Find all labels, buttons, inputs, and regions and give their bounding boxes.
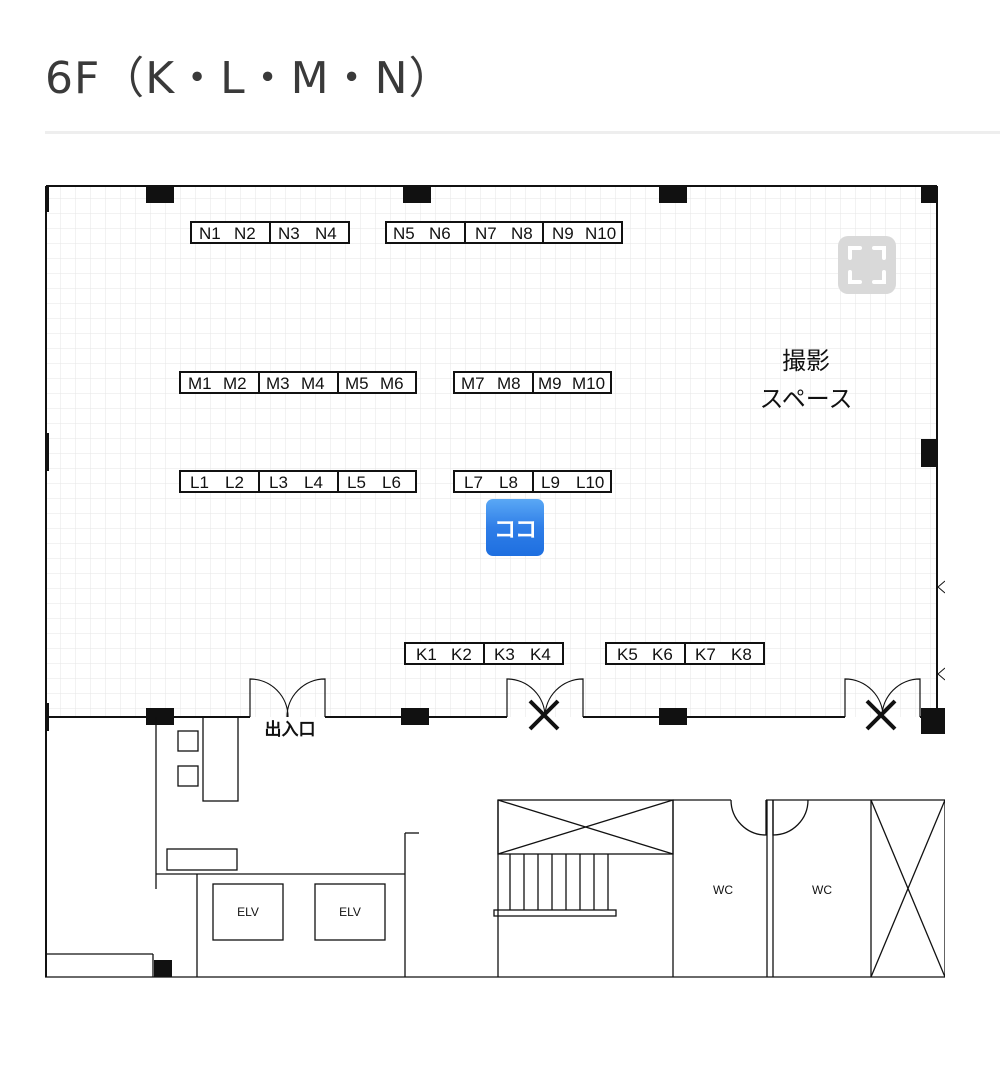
booth-row-m-right[interactable]: M7 M8 M9 M10 <box>453 371 612 394</box>
booth-label: L9 <box>541 473 560 492</box>
booth-label: K4 <box>530 645 551 664</box>
booth-row-n-right[interactable]: N5 N6 N7 N8 N9 N10 <box>385 221 623 244</box>
booth-label: L2 <box>225 473 244 492</box>
floor-map[interactable]: N1 N2 N3 N4 N5 N6 N7 N8 N9 N10 M1 M2 M3 … <box>45 183 945 978</box>
booth-label: K3 <box>494 645 515 664</box>
wc-label: WC <box>713 883 733 897</box>
expand-button[interactable] <box>838 236 896 294</box>
booth-row-k-left[interactable]: K1 K2 K3 K4 <box>404 642 564 665</box>
booth-row-n-left[interactable]: N1 N2 N3 N4 <box>190 221 350 244</box>
x-mark-icon <box>528 699 560 731</box>
photo-space-label: 撮影 <box>782 347 830 375</box>
elevator-label: ELV <box>339 905 361 919</box>
booth-label: N2 <box>234 224 256 243</box>
booth-label: M9 <box>538 374 562 393</box>
booth-label: K5 <box>617 645 638 664</box>
elevator-label: ELV <box>237 905 259 919</box>
booth-label: L4 <box>304 473 323 492</box>
booth-label: L3 <box>269 473 288 492</box>
booth-label: M4 <box>301 374 325 393</box>
expand-icon <box>848 246 886 284</box>
booth-label: L7 <box>464 473 483 492</box>
booth-label: M2 <box>223 374 247 393</box>
booth-label: M6 <box>380 374 404 393</box>
booth-label: N6 <box>429 224 451 243</box>
booth-label: N7 <box>475 224 497 243</box>
booth-label: L6 <box>382 473 401 492</box>
booth-row-l-right[interactable]: L7 L8 L9 L10 <box>453 470 612 493</box>
booth-row-m-left[interactable]: M1 M2 M3 M4 M5 M6 <box>179 371 417 394</box>
booth-label: L8 <box>499 473 518 492</box>
divider <box>45 131 1000 134</box>
booth-label: M10 <box>572 374 605 393</box>
booth-label: L10 <box>576 473 604 492</box>
booth-label: M1 <box>188 374 212 393</box>
booth-label: L5 <box>347 473 366 492</box>
booth-label: M7 <box>461 374 485 393</box>
booth-label: N10 <box>585 224 616 243</box>
entrance-label: 出入口 <box>265 719 316 740</box>
booth-row-k-right[interactable]: K5 K6 K7 K8 <box>605 642 765 665</box>
page-title: 6F（K・L・M・N） <box>45 53 454 104</box>
booth-label: N8 <box>511 224 533 243</box>
booth-label: K7 <box>695 645 716 664</box>
booth-label: K1 <box>416 645 437 664</box>
booth-label: M8 <box>497 374 521 393</box>
booth-label: K8 <box>731 645 752 664</box>
booth-label: N1 <box>199 224 221 243</box>
photo-space-label: スペース <box>759 385 852 413</box>
wc-label: WC <box>812 883 832 897</box>
booth-label: L1 <box>190 473 209 492</box>
booth-label: M5 <box>345 374 369 393</box>
booth-label: N3 <box>278 224 300 243</box>
booth-row-l-left[interactable]: L1 L2 L3 L4 L5 L6 <box>179 470 417 493</box>
booth-label: N5 <box>393 224 415 243</box>
booth-label: M3 <box>266 374 290 393</box>
x-mark-icon <box>865 699 897 731</box>
booth-label: K2 <box>451 645 472 664</box>
booth-label: N4 <box>315 224 337 243</box>
hall-floor <box>46 186 937 717</box>
booth-label: K6 <box>652 645 673 664</box>
booth-label: N9 <box>552 224 574 243</box>
current-location-marker: ココ <box>486 499 544 556</box>
